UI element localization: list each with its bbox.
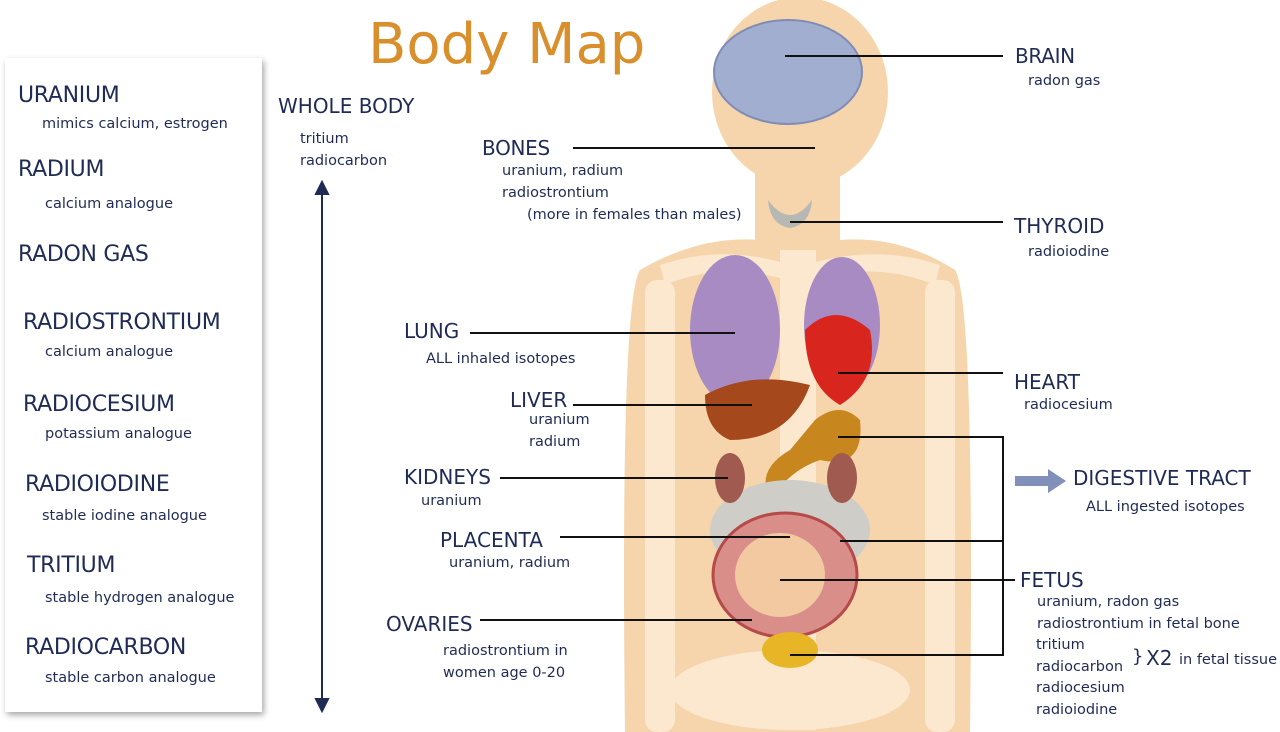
digestive-tract-label: DIGESTIVE TRACT — [1073, 466, 1251, 490]
liver-label: LIVER — [510, 388, 568, 412]
kidneys-item: uranium — [421, 493, 482, 509]
heart — [805, 315, 872, 405]
whole-body-arrow — [314, 179, 330, 714]
bones-item: uranium, radium — [502, 163, 624, 179]
page-title: Body Map — [368, 12, 646, 77]
legend-desc: stable iodine analogue — [42, 508, 207, 524]
legend-name: RADIOCARBON — [25, 635, 187, 660]
fetus-label: FETUS — [1020, 568, 1084, 592]
bones-item: radiostrontium — [502, 185, 609, 201]
fetus-multiplier: X2 — [1146, 646, 1173, 670]
whole-body-item: radiocarbon — [300, 153, 388, 169]
fetus-item: uranium, radon gas — [1037, 594, 1180, 610]
legend-name: URANIUM — [18, 83, 120, 108]
liver-item: uranium — [529, 412, 590, 428]
legend-desc: stable hydrogen analogue — [45, 590, 235, 606]
leader-lines — [470, 55, 1015, 656]
fetus-item: radiostrontium in fetal bone — [1037, 616, 1240, 632]
kidney-right — [827, 453, 857, 503]
legend-desc: stable carbon analogue — [45, 670, 216, 686]
stomach — [765, 410, 861, 500]
ovaries-item: radiostrontium in — [443, 643, 568, 659]
ovaries-label: OVARIES — [386, 612, 473, 636]
legend-name: RADIUM — [18, 157, 105, 182]
fetus-item: radioiodine — [1036, 702, 1118, 718]
legend-name: RADIOIODINE — [25, 472, 170, 497]
lung-left — [690, 255, 780, 405]
placenta-item: uranium, radium — [449, 555, 571, 571]
thyroid-item: radioiodine — [1028, 244, 1110, 260]
fetus-brace: } — [1132, 646, 1144, 667]
brain — [713, 19, 863, 125]
legend-desc: calcium analogue — [45, 344, 173, 360]
kidney-left — [715, 453, 745, 503]
fetus-item: radiocarbon — [1036, 659, 1124, 675]
legend-name: RADIOSTRONTIUM — [23, 310, 221, 335]
heart-label: HEART — [1014, 370, 1081, 394]
legend-desc: calcium analogue — [45, 196, 173, 212]
lung-label: LUNG — [404, 319, 460, 343]
lung-item: ALL inhaled isotopes — [426, 351, 576, 367]
digestive-tract-item: ALL ingested isotopes — [1086, 499, 1245, 515]
legend-desc: mimics calcium, estrogen — [42, 116, 228, 132]
thyroid-label: THYROID — [1014, 214, 1105, 238]
kidneys-label: KIDNEYS — [404, 465, 491, 489]
bones-item: (more in females than males) — [527, 207, 742, 223]
placenta-label: PLACENTA — [440, 528, 543, 552]
bones-label: BONES — [482, 136, 550, 160]
whole-body-item: tritium — [300, 131, 349, 147]
isotope-legend-panel: URANIUM mimics calcium, estrogen RADIUM … — [5, 58, 262, 712]
ovaries-item: women age 0-20 — [443, 665, 566, 681]
brain-item: radon gas — [1028, 73, 1101, 89]
fetus-multiplier-note: in fetal tissue — [1179, 652, 1277, 668]
legend-name: RADIOCESIUM — [23, 392, 175, 417]
bladder — [762, 632, 818, 668]
legend-name: TRITIUM — [27, 553, 116, 578]
fetus — [735, 533, 825, 617]
brain-label: BRAIN — [1015, 44, 1075, 68]
fetus-item: tritium — [1036, 637, 1085, 653]
legend-desc: potassium analogue — [45, 426, 192, 442]
fetus-item: radiocesium — [1036, 680, 1125, 696]
whole-body-label: WHOLE BODY — [278, 94, 415, 118]
legend-name: RADON GAS — [18, 242, 149, 267]
liver — [705, 379, 810, 440]
digestive-arrow-icon — [1015, 469, 1066, 493]
heart-item: radiocesium — [1024, 397, 1113, 413]
liver-item: radium — [529, 434, 581, 450]
